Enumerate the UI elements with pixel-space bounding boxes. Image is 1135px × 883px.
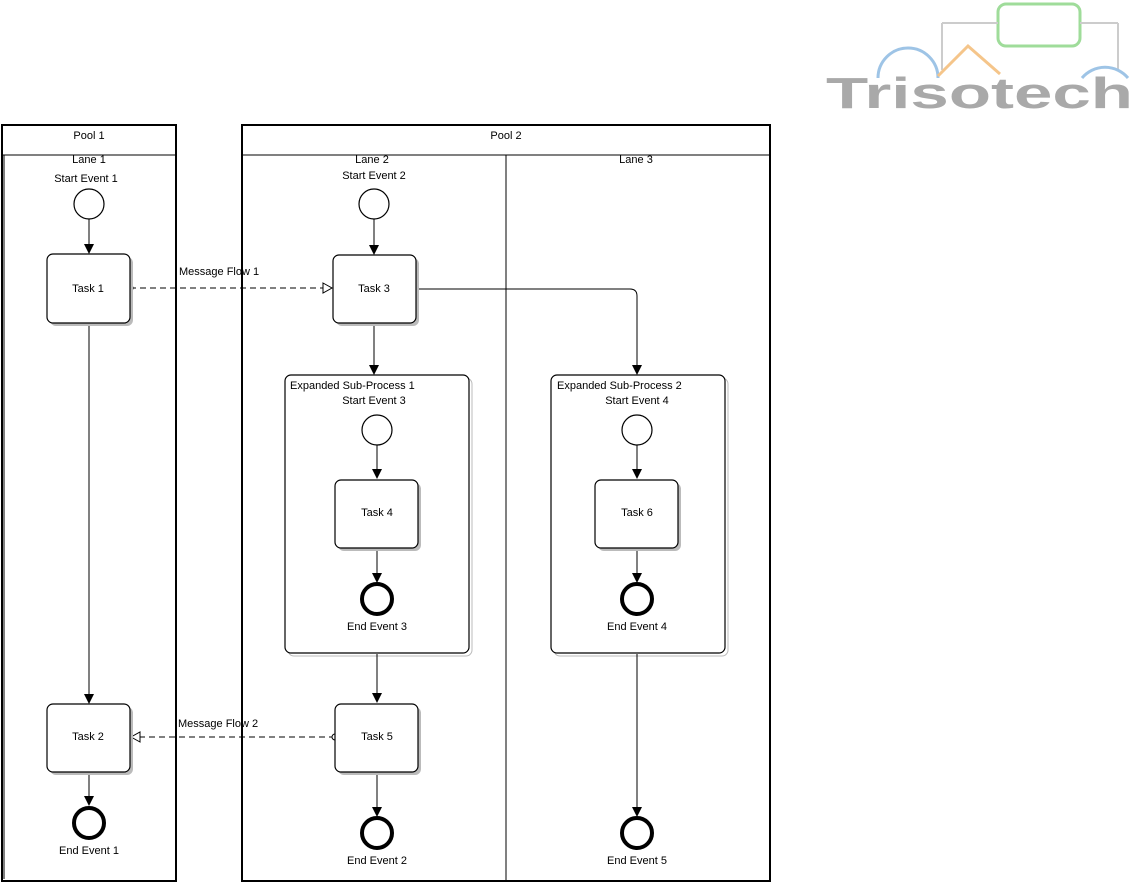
start-event-3[interactable]: Start Event 3 (342, 395, 406, 446)
end-event-2[interactable]: End Event 2 (347, 816, 407, 867)
task-1[interactable]: Task 1 (46, 253, 133, 326)
pool-label: Pool 2 (490, 130, 521, 142)
task-label: Task 3 (358, 283, 390, 295)
event-label: Start Event 1 (54, 173, 118, 185)
task-4[interactable]: Task 4 (334, 479, 421, 551)
event-label: Start Event 2 (342, 170, 406, 182)
lane-label: Lane 2 (355, 154, 389, 166)
start-event-1[interactable]: Start Event 1 (54, 173, 118, 220)
task-label: Task 4 (361, 507, 393, 519)
logo-text: Trisotech (826, 69, 1133, 118)
message-flow-label: Message Flow 1 (179, 266, 259, 278)
sequence-flow (416, 288, 642, 375)
task-label: Task 1 (72, 283, 104, 295)
pool-label: Pool 1 (73, 130, 104, 142)
task-label: Task 6 (621, 507, 653, 519)
lane-label: Lane 1 (72, 154, 106, 166)
event-label: End Event 2 (347, 855, 407, 867)
end-event-1[interactable]: End Event 1 (59, 806, 119, 857)
subprocess-label: Expanded Sub-Process 2 (557, 380, 682, 392)
event-label: End Event 5 (607, 855, 667, 867)
lane-label: Lane 3 (619, 154, 653, 166)
task-label: Task 2 (72, 731, 104, 743)
event-label: Start Event 3 (342, 395, 406, 407)
trisotech-logo: Trisotech (826, 2, 1133, 118)
end-event-5[interactable]: End Event 5 (607, 816, 667, 867)
sequence-flows (84, 219, 642, 817)
task-5[interactable]: Task 5 (334, 703, 421, 775)
task-6[interactable]: Task 6 (594, 479, 681, 551)
pool-2[interactable]: Pool 2 Lane 2 Lane 3 (241, 124, 771, 882)
subprocess-label: Expanded Sub-Process 1 (290, 380, 415, 392)
event-label: End Event 1 (59, 845, 119, 857)
message-flow-label: Message Flow 2 (178, 718, 258, 730)
end-event-4[interactable]: End Event 4 (607, 582, 667, 633)
start-event-2[interactable]: Start Event 2 (342, 170, 406, 220)
event-label: Start Event 4 (605, 395, 669, 407)
start-event-4[interactable]: Start Event 4 (605, 395, 669, 446)
event-label: End Event 4 (607, 621, 667, 633)
event-label: End Event 3 (347, 621, 407, 633)
message-flow-2[interactable]: Message Flow 2 (129, 718, 339, 743)
task-2[interactable]: Task 2 (46, 703, 133, 775)
message-flow-1[interactable]: Message Flow 1 (126, 266, 334, 294)
end-event-3[interactable]: End Event 3 (347, 582, 407, 633)
task-label: Task 5 (361, 731, 393, 743)
pool-1[interactable]: Pool 1 Lane 1 (1, 124, 177, 882)
task-3[interactable]: Task 3 (332, 254, 419, 326)
